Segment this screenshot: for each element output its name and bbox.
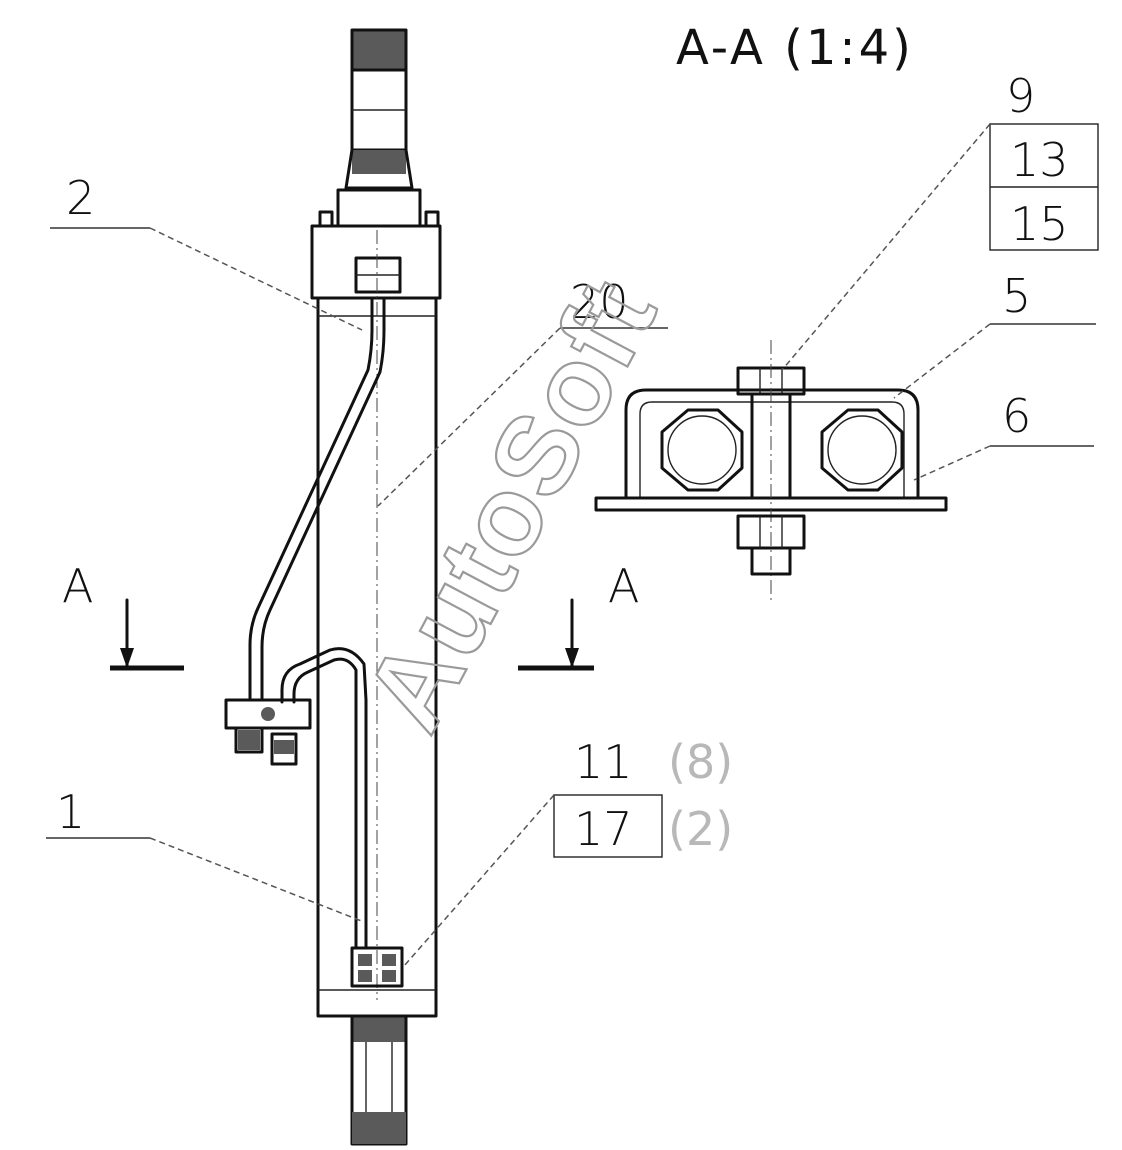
callout-9-13-15: 9 13 15 xyxy=(781,69,1099,371)
bottom-rod-eye xyxy=(350,1014,408,1146)
callout-1: 1 xyxy=(46,785,365,923)
callout-20: 20 xyxy=(377,275,668,507)
callout-6-label: 6 xyxy=(1002,389,1031,443)
callout-20-label: 20 xyxy=(570,275,629,329)
callout-5: 5 xyxy=(893,269,1096,399)
watermark-logo: AutoSoft xyxy=(341,259,681,749)
callout-5-label: 5 xyxy=(1002,269,1031,323)
callout-2-label: 2 xyxy=(66,171,95,225)
callout-11-17: 11 (8) 17 (2) xyxy=(403,735,733,967)
section-a-a-view xyxy=(594,340,948,600)
top-rod-eye xyxy=(344,28,414,190)
section-mark-left: A xyxy=(62,559,93,613)
callout-2: 2 xyxy=(50,171,363,331)
hydraulic-pipes xyxy=(224,296,386,950)
section-mark-right: A xyxy=(608,559,639,613)
callout-11-label: 11 xyxy=(574,735,633,789)
section-marks: A A xyxy=(62,559,639,671)
bottom-port-block xyxy=(350,946,404,988)
callout-9-label: 9 xyxy=(1006,69,1035,123)
callout-15-label: 15 xyxy=(1010,197,1069,251)
qty-2-label: (2) xyxy=(668,802,733,856)
callout-13-label: 13 xyxy=(1010,133,1069,187)
cylinder-head xyxy=(310,188,442,300)
callout-1-label: 1 xyxy=(56,785,85,839)
section-title: A-A (1:4) xyxy=(676,20,914,76)
callout-17-label: 17 xyxy=(574,802,633,856)
callout-6: 6 xyxy=(913,389,1094,481)
qty-8-label: (8) xyxy=(668,735,733,789)
